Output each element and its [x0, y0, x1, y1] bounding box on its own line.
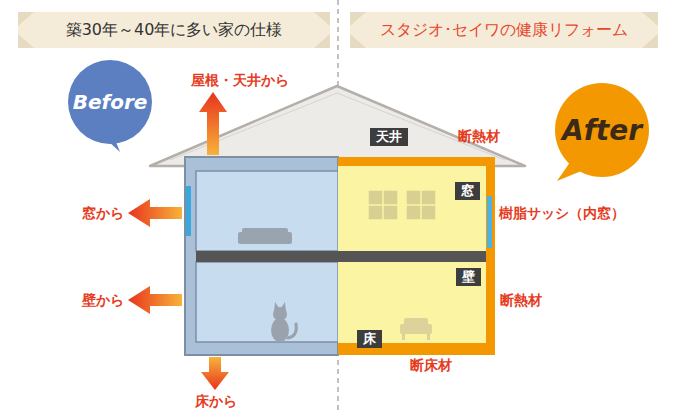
node-text: 床 — [363, 331, 376, 347]
heat-loss-label: 床から — [195, 393, 237, 410]
node-text: 壁 — [462, 269, 475, 285]
sofa — [238, 228, 292, 244]
node-text: 窓 — [461, 183, 474, 199]
heat-loss-label: 屋根・天井から — [191, 72, 289, 89]
chair — [400, 318, 432, 340]
material-label: 樹脂サッシ（内窓） — [499, 205, 625, 222]
heat-arrow — [128, 199, 182, 227]
node-text: スタジオ･セイワの健康リフォーム — [380, 20, 628, 41]
node-text: 天井 — [376, 129, 402, 145]
roof-inner-line — [170, 93, 505, 160]
heat-loss-label: 壁から — [82, 292, 124, 309]
roof — [150, 86, 525, 166]
material-label: 断床材 — [410, 357, 452, 374]
heat-arrow — [128, 286, 182, 314]
window-icon — [368, 190, 436, 220]
node-text: 築30年～40年に多い家の仕様 — [66, 20, 283, 41]
floor-slab — [196, 251, 486, 262]
before-bubble: Before — [68, 60, 152, 144]
part-tag: 壁 — [456, 268, 481, 286]
heat-arrow — [201, 357, 229, 390]
node-text: Before — [73, 90, 148, 114]
heat-arrow — [199, 92, 227, 155]
part-tag: 窓 — [455, 182, 480, 200]
heading-band: 築30年～40年に多い家の仕様 — [18, 12, 330, 48]
material-label: 断熱材 — [500, 292, 542, 309]
after-bubble: After — [555, 83, 649, 177]
heading-band: スタジオ･セイワの健康リフォーム — [350, 12, 658, 48]
material-label: 断熱材 — [458, 128, 500, 145]
part-tag: 天井 — [370, 128, 408, 146]
node-text: After — [562, 114, 642, 147]
heat-loss-label: 窓から — [82, 205, 124, 222]
cat — [271, 302, 296, 342]
part-tag: 床 — [357, 330, 382, 348]
